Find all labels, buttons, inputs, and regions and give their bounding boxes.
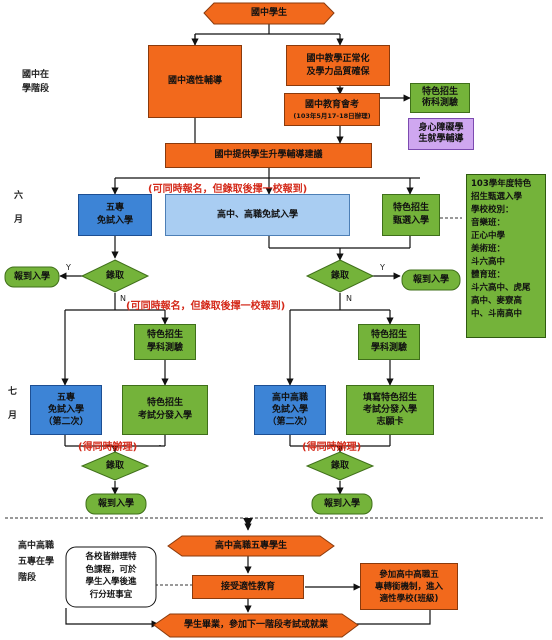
admit-decision-diamond — [305, 451, 375, 481]
admit-decision-diamond — [80, 451, 150, 481]
admit-label: 錄取 — [330, 270, 349, 281]
admit-label: 錄取 — [330, 460, 349, 471]
report-label: 報到入學 — [97, 498, 134, 509]
yes-label: Y — [66, 263, 71, 272]
admit-decision-diamond — [80, 259, 150, 293]
special-exam-box: 特色招生考試分發入學 — [122, 385, 208, 435]
graduate-shape — [153, 613, 359, 638]
report-label: 報到入學 — [412, 274, 449, 285]
adapt-guidance-box: 國中適性輔導 — [148, 45, 242, 118]
high-school-box: 高中、高職免試入學 — [165, 194, 350, 236]
phase-label-senior: 高中高職五專在學階段 — [18, 541, 55, 583]
hs-second-box: 高中高職免試入學（第二次） — [254, 385, 326, 435]
transfer-box: 參加高中高職五專轉銜機制，進入適性學校(班級) — [360, 563, 458, 610]
phase-label-july: 七月 — [8, 387, 18, 421]
admit-decision-diamond — [305, 259, 375, 293]
special-test-box: 特色招生術科測驗 — [410, 83, 470, 113]
five-year-second-box: 五專免試入學（第二次） — [30, 385, 102, 435]
side-note: 103學年度特色招生甄選入學 學校校別：音樂班： 正心中學美術班： 斗六高中體育… — [466, 174, 546, 338]
graduate-node: 學生畢業，參加下一階段考試或就業 — [183, 620, 328, 630]
note-simul: (得同時辦理) — [78, 442, 138, 453]
senior-student-node: 高中高職五專學生 — [214, 540, 287, 551]
no-label: N — [346, 294, 352, 303]
report-shape — [4, 266, 60, 288]
improve-box: 國中教學正常化及學力品質確保 — [286, 45, 390, 86]
phase-label-junior: 國中在學階段 — [22, 70, 50, 94]
report-label: 報到入學 — [13, 271, 50, 282]
school-note: 各校皆辦理特色課程，可於 學生入學後進行分班事宜 — [85, 552, 137, 600]
admit-label: 錄取 — [105, 270, 124, 281]
school-note-shape — [65, 546, 157, 608]
report-label: 報到入學 — [323, 498, 360, 509]
note-simul: (得同時辦理) — [302, 442, 362, 453]
arrow-down-icon — [243, 518, 253, 527]
adapt-edu-box: 接受適性教育 — [192, 575, 304, 599]
start-shape — [203, 2, 335, 25]
note-two: (可同時報名，但錄取後擇一校報到) — [126, 301, 286, 312]
five-year-box: 五專免試入學 — [78, 194, 152, 236]
report-shape — [311, 493, 373, 515]
right-special-test-box: 特色招生學科測驗 — [358, 324, 420, 360]
senior-student-shape — [167, 535, 335, 557]
disabled-guidance-box: 身心障礙學生就學輔導 — [408, 118, 474, 150]
phase-label-june: 六月 — [14, 191, 24, 225]
yes-label: Y — [380, 263, 385, 272]
start-node: 國中學生 — [250, 8, 287, 18]
special-select-box: 特色招生甄選入學 — [382, 194, 440, 236]
note-one: (可同時報名，但錄取後擇一校報到) — [148, 184, 308, 195]
yunlin-special-box: 填寫特色招生考試分發入學志願卡 — [346, 385, 434, 435]
no-label: N — [120, 294, 126, 303]
report-shape — [401, 269, 461, 291]
report-shape — [85, 493, 147, 515]
admit-label: 錄取 — [105, 460, 124, 471]
left-special-test-box: 特色招生學科測驗 — [134, 324, 196, 360]
guidance-advice-box: 國中提供學生升學輔導建議 — [165, 143, 372, 168]
exam-box: 國中教育會考 (103年5月17-18日辦理) — [284, 93, 380, 126]
